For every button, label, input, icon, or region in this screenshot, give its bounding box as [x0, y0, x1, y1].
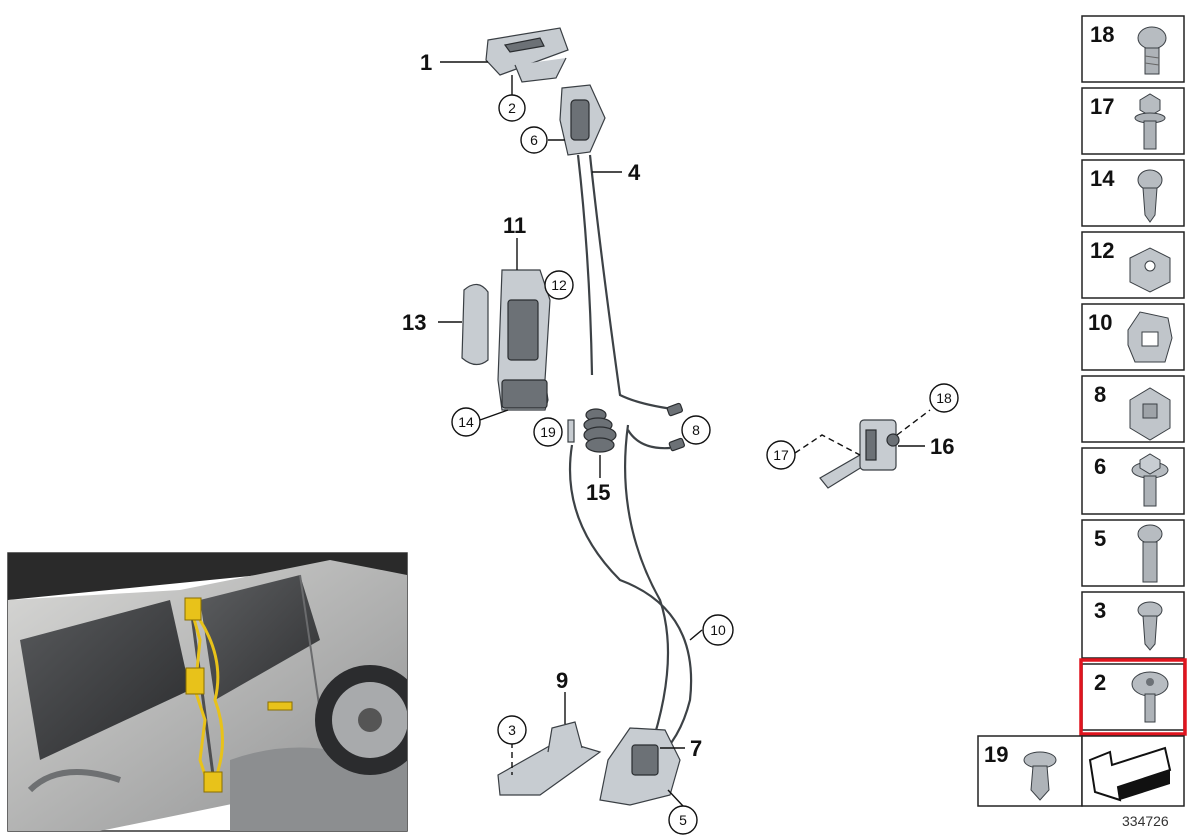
parts-list-number: 12 [1090, 238, 1114, 263]
callout-14-circle: 14 [451, 407, 481, 437]
callout-10-circle: 10 [702, 614, 734, 646]
square-clip-nut-icon [1129, 247, 1171, 293]
callout-18: 18 [936, 390, 952, 406]
expanding-rivet-icon [1023, 751, 1057, 801]
connector-8a [666, 402, 683, 417]
parts-list-item[interactable]: 10 [1081, 303, 1185, 371]
callout-16: 16 [930, 434, 954, 459]
parts-list-number: 17 [1090, 94, 1114, 119]
callout-8: 8 [692, 422, 700, 438]
part-6-lock-module [559, 84, 606, 156]
callout-19: 19 [540, 424, 556, 440]
callout-14: 14 [458, 414, 474, 430]
parts-list-number: 8 [1094, 382, 1106, 407]
parts-list: 18 17 14 [977, 15, 1187, 807]
square-nut-icon [1129, 387, 1171, 441]
leader-18 [896, 409, 931, 436]
parts-list-number: 14 [1090, 166, 1115, 191]
leader-10 [689, 629, 703, 641]
parts-list-number: 19 [984, 742, 1008, 767]
parts-list-item[interactable]: 6 [1081, 447, 1185, 515]
part-1-upper-handle [485, 27, 569, 83]
parts-list-item-highlighted[interactable]: 2 [1079, 658, 1187, 736]
callout-5-circle: 5 [668, 805, 698, 835]
highlight-box [1079, 658, 1187, 736]
callout-1: 1 [420, 50, 432, 75]
parts-list-item[interactable]: 3 [1081, 591, 1185, 659]
torx-pan-screw-icon [1137, 26, 1167, 75]
callout-13: 13 [402, 310, 426, 335]
part-13-cover [461, 283, 489, 366]
callout-12: 12 [551, 277, 567, 293]
part-11-door-lock [497, 269, 551, 411]
parts-list-number: 6 [1094, 454, 1106, 479]
torx-tapping-screw-icon [1137, 169, 1163, 223]
torx-bolt-icon [1137, 524, 1163, 583]
callout-3: 3 [508, 722, 516, 738]
callout-3-circle: 3 [497, 715, 527, 745]
callout-12-circle: 12 [544, 270, 574, 300]
part-9-striker [497, 721, 602, 796]
callout-6-circle: 6 [520, 126, 548, 154]
countersunk-screw-icon [1137, 601, 1163, 651]
hex-flange-screw-icon [1131, 453, 1169, 507]
leader-17 [794, 434, 861, 456]
cable-10 [568, 444, 693, 761]
parts-list-item[interactable]: 5 [1081, 519, 1185, 587]
callout-19-circle: 19 [533, 417, 563, 447]
callout-2: 2 [508, 100, 516, 116]
parts-list-item[interactable]: 19 [977, 735, 1083, 807]
cable-8 [627, 429, 671, 450]
parts-list-number: 5 [1094, 526, 1106, 551]
callout-2-circle: 2 [498, 94, 526, 122]
vehicle-inset-image [7, 552, 408, 832]
parts-list-number: 2 [1094, 670, 1106, 695]
callout-11: 11 [503, 213, 526, 238]
parts-list-item[interactable]: 14 [1081, 159, 1185, 227]
parts-list-item[interactable]: 17 [1081, 87, 1185, 155]
parts-list-item[interactable]: 12 [1081, 231, 1185, 299]
callout-7: 7 [690, 736, 702, 761]
callout-9: 9 [556, 668, 568, 693]
parts-list-number: 3 [1094, 598, 1106, 623]
flange-torx-screw-icon [1131, 671, 1169, 723]
callout-17: 17 [773, 447, 789, 463]
diagram-id: 334726 [1122, 813, 1169, 829]
parts-list-number: 10 [1088, 310, 1112, 335]
parts-list-number: 18 [1090, 22, 1114, 47]
part-7-lower-lock [599, 727, 681, 806]
callout-8-circle: 8 [681, 415, 711, 445]
parts-list-item[interactable]: 18 [1081, 15, 1185, 83]
callout-15: 15 [586, 480, 610, 505]
directional-arrow-icon [1088, 746, 1172, 802]
arrow-cell [1081, 735, 1185, 807]
cable-4 [576, 154, 594, 376]
cable-10b [623, 424, 670, 751]
part-15-grommet [583, 408, 617, 453]
callout-17-circle: 17 [766, 440, 796, 470]
leader-14 [479, 409, 509, 421]
hex-collar-bolt-icon [1134, 93, 1166, 150]
connector-8b [668, 437, 685, 452]
callout-10: 10 [710, 622, 726, 638]
part-19-pin [567, 419, 575, 443]
cable-4b [588, 154, 681, 412]
callout-4: 4 [628, 160, 641, 185]
callout-18-circle: 18 [929, 383, 959, 413]
part-16-door-check [819, 419, 900, 489]
leader-5 [667, 789, 684, 807]
spring-clip-icon [1127, 311, 1173, 363]
callout-6: 6 [530, 132, 538, 148]
callout-5: 5 [679, 812, 687, 828]
parts-list-item[interactable]: 8 [1081, 375, 1185, 443]
